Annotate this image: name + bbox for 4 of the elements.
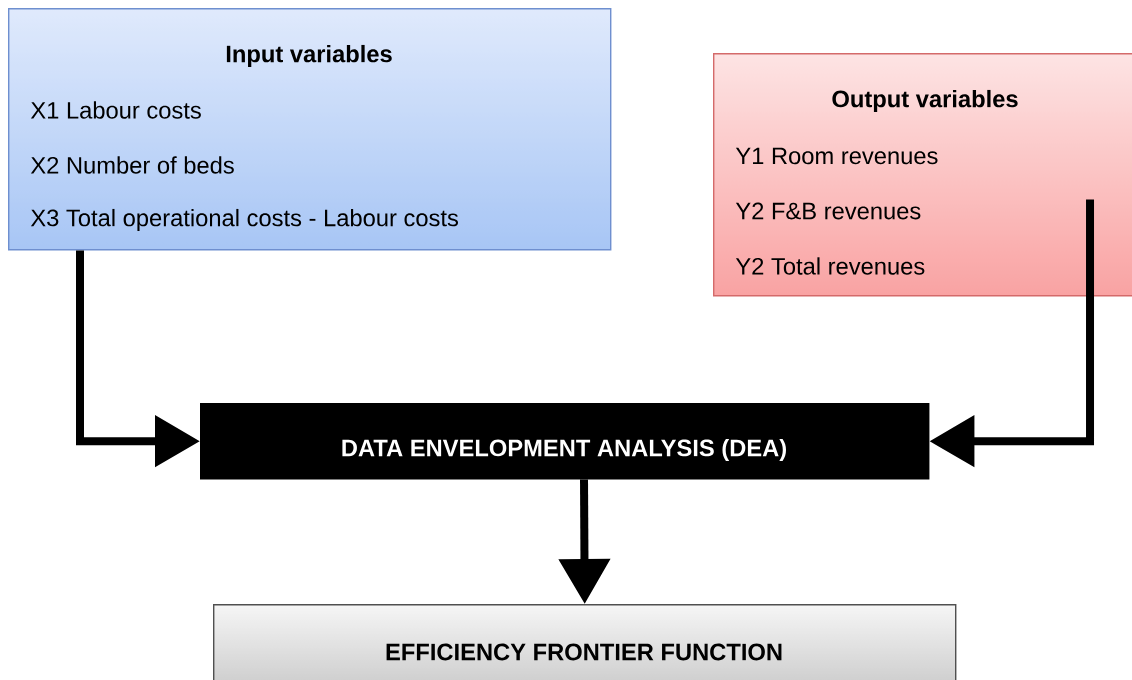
input-variables-box: Input variables X1 Labour costs X2 Number of beds X3 Total operational costs - Labour costs	[8, 8, 612, 251]
process-box: DATA ENVELOPMENT ANALYSIS (DEA)	[200, 403, 930, 480]
result-box: EFFICIENCY FRONTIER FUNCTION	[213, 604, 957, 680]
output-variables-box: Output variables Y1 Room revenues Y2 F&B revenues Y2 Total revenues	[713, 53, 1132, 297]
